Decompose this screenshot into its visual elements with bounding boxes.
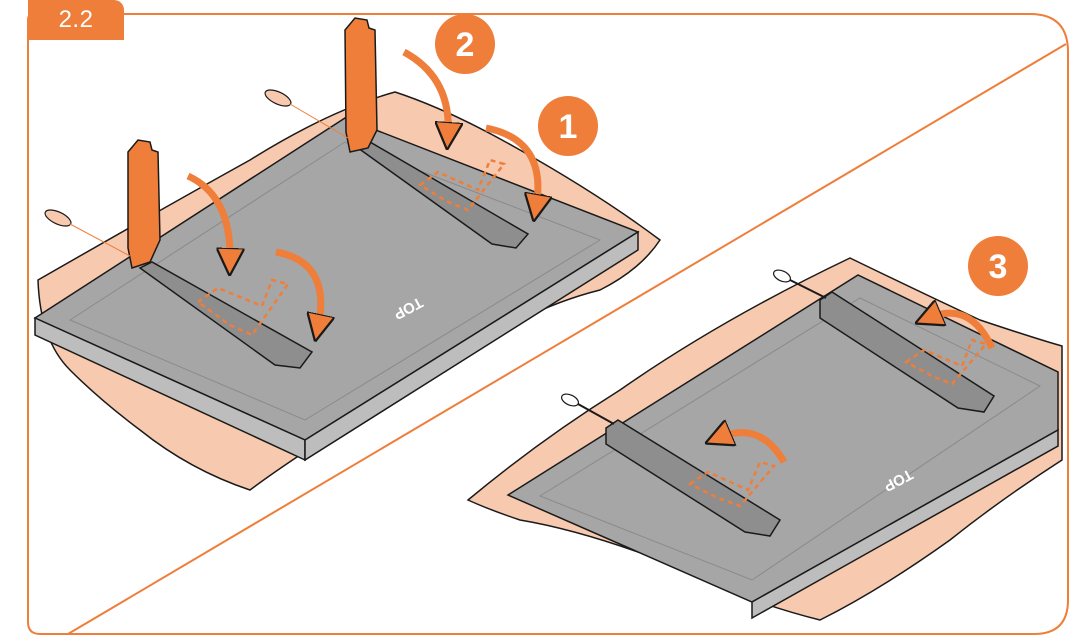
screw-icon [264, 89, 349, 139]
screw-icon [44, 209, 131, 257]
hinge-outline-right-1 [687, 460, 777, 508]
step-number: 1 [559, 108, 578, 146]
stand-bracket-icon [127, 139, 161, 269]
step-badge-1: 1 [538, 96, 598, 156]
left-scene: TOP [33, 17, 662, 491]
stand-folded-right-2 [819, 291, 996, 413]
hinge-outline-left-2 [417, 158, 507, 212]
curved-arrow-icon [485, 124, 538, 208]
hinge-outline-left-1 [195, 278, 291, 337]
stand-base-left-1 [138, 261, 314, 369]
step-badge-3: 3 [968, 236, 1028, 296]
stand-bracket-icon [344, 17, 378, 153]
section-badge: 2.2 [28, 0, 124, 40]
step-number: 2 [456, 26, 475, 64]
curved-arrow-icon [402, 48, 448, 136]
right-scene: TOP [466, 257, 1063, 621]
step-number: 3 [989, 248, 1008, 286]
section-number: 2.2 [58, 6, 94, 33]
hinge-outline-right-2 [903, 338, 989, 386]
step-badge-2: 2 [435, 14, 495, 74]
screw-icon [560, 393, 615, 425]
curved-arrow-icon [718, 433, 788, 464]
curved-arrow-icon [186, 172, 230, 262]
curved-arrow-icon [928, 313, 996, 350]
curved-arrow-icon [275, 248, 321, 328]
screw-icon [772, 269, 827, 299]
stand-folded-right-1 [605, 419, 782, 537]
divider-line [67, 43, 1067, 635]
